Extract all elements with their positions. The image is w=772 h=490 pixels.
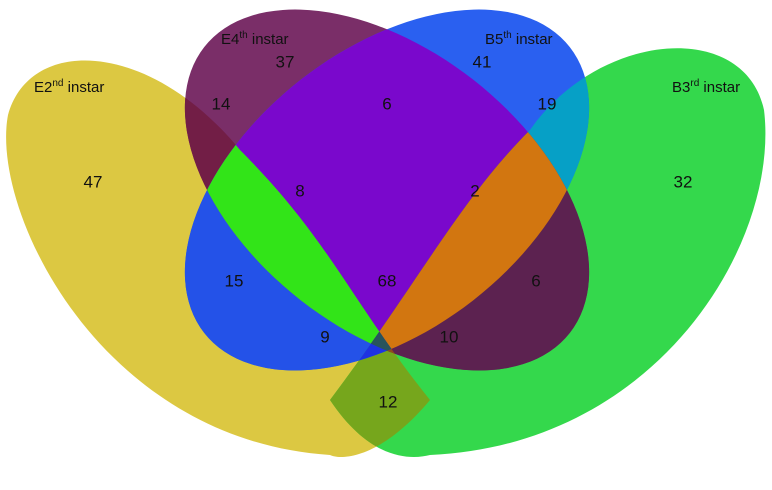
set-label-b5: B5th instar: [485, 30, 553, 48]
count-b5-b3: 19: [538, 94, 557, 113]
count-e2-e4-b5: 8: [295, 181, 304, 200]
count-e4-b5: 6: [382, 94, 391, 113]
count-e4-b3: 6: [531, 271, 540, 290]
set-label-e2: E2nd instar: [34, 78, 104, 96]
set-label-e4: E4th instar: [221, 30, 289, 48]
count-e2-b5: 15: [225, 271, 244, 290]
count-e2-b5-b3: 10: [440, 327, 459, 346]
count-e2-e4-b3: 9: [320, 327, 329, 346]
count-all: 68: [378, 271, 397, 290]
count-e2-only: 47: [84, 172, 103, 191]
count-b3-only: 32: [674, 172, 693, 191]
count-e4-b5-b3: 2: [470, 181, 479, 200]
count-e2-b3: 12: [379, 392, 398, 411]
count-b5-only: 41: [473, 52, 492, 71]
count-e4-only: 37: [276, 52, 295, 71]
count-e2-e4: 14: [212, 94, 231, 113]
set-label-b3: B3rd instar: [672, 78, 740, 96]
